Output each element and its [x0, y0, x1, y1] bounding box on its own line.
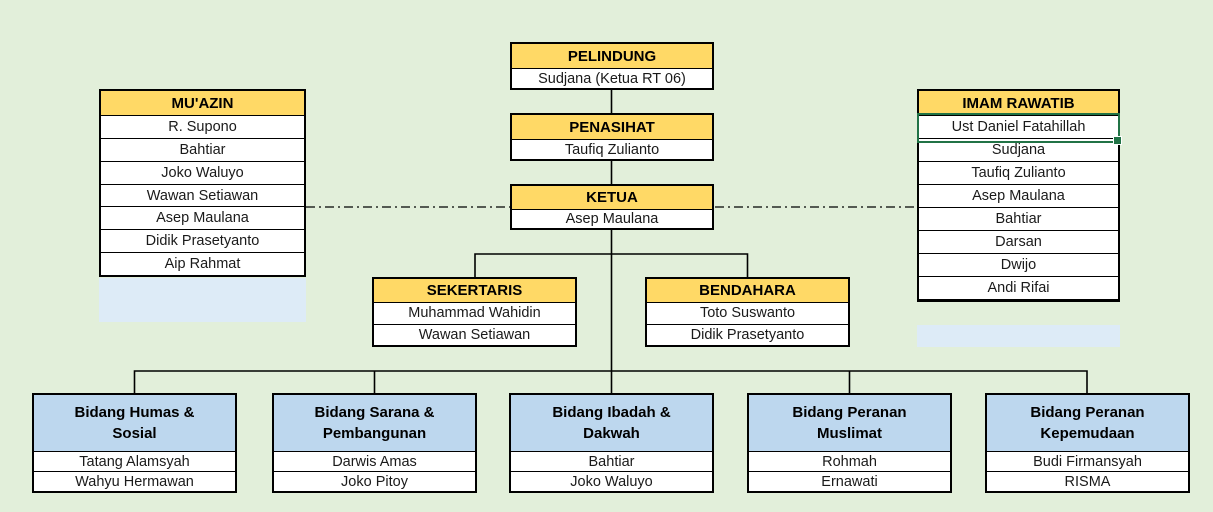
bidang-sarana-title: Bidang Sarana & Pembangunan	[314, 404, 435, 442]
org-box-bendahara: BENDAHARA Toto Suswanto Didik Prasetyant…	[645, 277, 850, 347]
org-box-muazin: MU'AZIN R. Supono Bahtiar Joko Waluyo Wa…	[99, 89, 306, 277]
bendahara-header-cell[interactable]: BENDAHARA	[647, 279, 848, 303]
imam-rawatib-member-cell[interactable]: Dwijo	[919, 254, 1118, 277]
bidang-muslimat-title: Bidang Peranan Muslimat	[792, 404, 907, 442]
imam-rawatib-member-cell[interactable]: Sudjana	[919, 139, 1118, 162]
ketua-header-cell[interactable]: KETUA	[512, 186, 712, 210]
org-box-ketua: KETUA Asep Maulana	[510, 184, 714, 230]
sekertaris-member-cell[interactable]: Muhammad Wahidin	[374, 303, 575, 325]
muazin-member-cell[interactable]: Aip Rahmat	[164, 256, 241, 273]
muazin-member-cell[interactable]: Bahtiar	[101, 139, 304, 162]
bidang-kepemudaan-header-cell[interactable]: Bidang Peranan Kepemudaan	[987, 395, 1188, 452]
muazin-member-cell[interactable]: Didik Prasetyanto	[101, 230, 304, 254]
bidang-muslimat-header-cell[interactable]: Bidang Peranan Muslimat	[749, 395, 950, 452]
muazin-member-cell[interactable]: Joko Waluyo	[101, 162, 304, 185]
imam-rawatib-member-cell[interactable]: Bahtiar	[919, 208, 1118, 231]
muazin-member-cell[interactable]: Wawan Setiawan	[101, 185, 304, 208]
bidang-humas-header-cell[interactable]: Bidang Humas & Sosial	[34, 395, 235, 452]
bidang-kepemudaan-title: Bidang Peranan Kepemudaan	[1030, 404, 1145, 442]
solid-connectors	[133, 90, 1088, 393]
muazin-member-cell[interactable]: R. Supono	[101, 116, 304, 139]
highlight-range-left	[99, 278, 306, 322]
org-box-bidang-ibadah-dakwah: Bidang Ibadah & Dakwah Bahtiar Joko Walu…	[509, 393, 714, 493]
sekertaris-member-cell[interactable]: Wawan Setiawan	[418, 326, 531, 343]
imam-rawatib-member-cell[interactable]: Darsan	[919, 231, 1118, 254]
imam-rawatib-member-cell[interactable]: Andi Rifai	[919, 277, 1118, 300]
bidang-sarana-member-cell[interactable]: Darwis Amas	[274, 452, 475, 472]
org-box-bidang-sarana-pembangunan: Bidang Sarana & Pembangunan Darwis Amas …	[272, 393, 477, 493]
imam-rawatib-member-cell[interactable]: Taufiq Zulianto	[919, 162, 1118, 185]
bidang-sarana-member-cell[interactable]: Joko Pitoy	[341, 473, 408, 490]
pelindung-header-cell[interactable]: PELINDUNG	[512, 44, 712, 69]
bidang-humas-title: Bidang Humas & Sosial	[74, 404, 195, 442]
bidang-muslimat-member-cell[interactable]: Ernawati	[821, 473, 878, 490]
imam-rawatib-member-cell[interactable]: Asep Maulana	[919, 185, 1118, 208]
bidang-kepemudaan-member-cell[interactable]: Budi Firmansyah	[987, 452, 1188, 472]
bidang-humas-member-cell[interactable]: Tatang Alamsyah	[34, 452, 235, 472]
imam-rawatib-header-cell[interactable]: IMAM RAWATIB	[919, 91, 1118, 116]
bendahara-member-cell[interactable]: Toto Suswanto	[647, 303, 848, 325]
org-box-penasihat: PENASIHAT Taufiq Zulianto	[510, 113, 714, 161]
org-box-bidang-humas-sosial: Bidang Humas & Sosial Tatang Alamsyah Wa…	[32, 393, 237, 493]
org-box-imam-rawatib: IMAM RAWATIB Ust Daniel Fatahillah Sudja…	[917, 89, 1122, 302]
sekertaris-header-cell[interactable]: SEKERTARIS	[374, 279, 575, 303]
bidang-kepemudaan-member-cell[interactable]: RISMA	[1064, 473, 1111, 490]
highlight-range-right	[917, 325, 1120, 347]
org-box-sekertaris: SEKERTARIS Muhammad Wahidin Wawan Setiaw…	[372, 277, 577, 347]
penasihat-member-cell[interactable]: Taufiq Zulianto	[564, 141, 660, 158]
penasihat-header-cell[interactable]: PENASIHAT	[512, 115, 712, 140]
org-box-pelindung: PELINDUNG Sudjana (Ketua RT 06)	[510, 42, 714, 90]
bidang-ibadah-member-cell[interactable]: Bahtiar	[511, 452, 712, 472]
muazin-header-cell[interactable]: MU'AZIN	[101, 91, 304, 116]
bidang-sarana-header-cell[interactable]: Bidang Sarana & Pembangunan	[274, 395, 475, 452]
muazin-member-cell[interactable]: Asep Maulana	[101, 207, 304, 231]
bidang-ibadah-member-cell[interactable]: Joko Waluyo	[570, 473, 653, 490]
bidang-humas-member-cell[interactable]: Wahyu Hermawan	[75, 473, 194, 490]
imam-rawatib-member-cell[interactable]: Ust Daniel Fatahillah	[919, 116, 1118, 139]
bidang-ibadah-title: Bidang Ibadah & Dakwah	[552, 404, 671, 442]
ketua-member-cell[interactable]: Asep Maulana	[565, 211, 659, 227]
bendahara-member-cell[interactable]: Didik Prasetyanto	[690, 326, 805, 343]
org-box-bidang-peranan-kepemudaan: Bidang Peranan Kepemudaan Budi Firmansya…	[985, 393, 1190, 493]
bidang-ibadah-header-cell[interactable]: Bidang Ibadah & Dakwah	[511, 395, 712, 452]
pelindung-member-cell[interactable]: Sudjana (Ketua RT 06)	[538, 70, 686, 87]
org-box-bidang-peranan-muslimat: Bidang Peranan Muslimat Rohmah Ernawati	[747, 393, 952, 493]
bidang-muslimat-member-cell[interactable]: Rohmah	[749, 452, 950, 472]
